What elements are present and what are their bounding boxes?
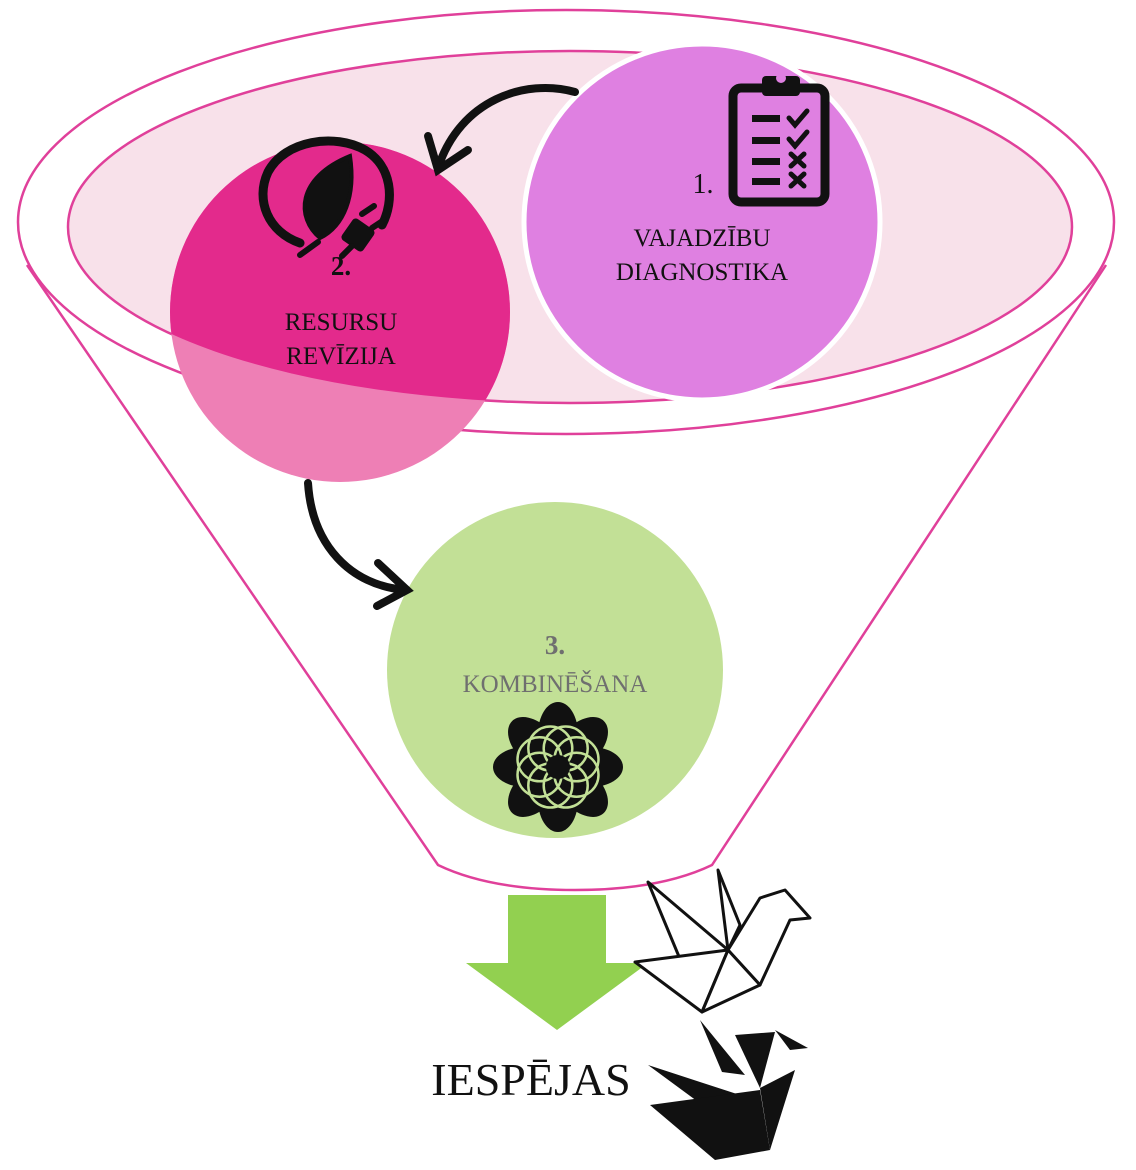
step-2-number: 2. (331, 251, 351, 281)
step-3-label-line-1: KOMBINĒŠANA (463, 669, 648, 698)
step-1-label-line-2: DIAGNOSTIKA (616, 259, 788, 286)
clipboard-checklist-icon (728, 73, 830, 207)
step-2-node: 2. RESURSU REVĪZIJA (170, 136, 510, 482)
arrow-step-2-to-3 (304, 479, 414, 610)
leaf-plug-icon (258, 136, 394, 259)
flower-center (546, 755, 570, 779)
arrow-step-1-to-2 (424, 84, 579, 177)
output-label: IESPĒJAS (431, 1054, 630, 1105)
origami-crane-outline-icon (633, 868, 812, 1014)
step-1-number: 1. (693, 169, 714, 200)
flower-mandala-icon (493, 702, 623, 832)
output-down-arrow (466, 895, 648, 1030)
step-3-number: 3. (545, 630, 565, 660)
flower-petal (508, 717, 562, 771)
origami-crane-black-icon (648, 1020, 808, 1160)
step-2-label-line-1: RESURSU (285, 309, 398, 336)
step-1-label-line-1: VAJADZĪBU (633, 225, 770, 252)
step-1-node: 1. VAJADZĪBU DIAGNOSTIKA (521, 41, 883, 403)
step-2-label-line-2: REVĪZIJA (286, 343, 396, 370)
step-3-node: 3. KOMBINĒŠANA (387, 502, 723, 838)
